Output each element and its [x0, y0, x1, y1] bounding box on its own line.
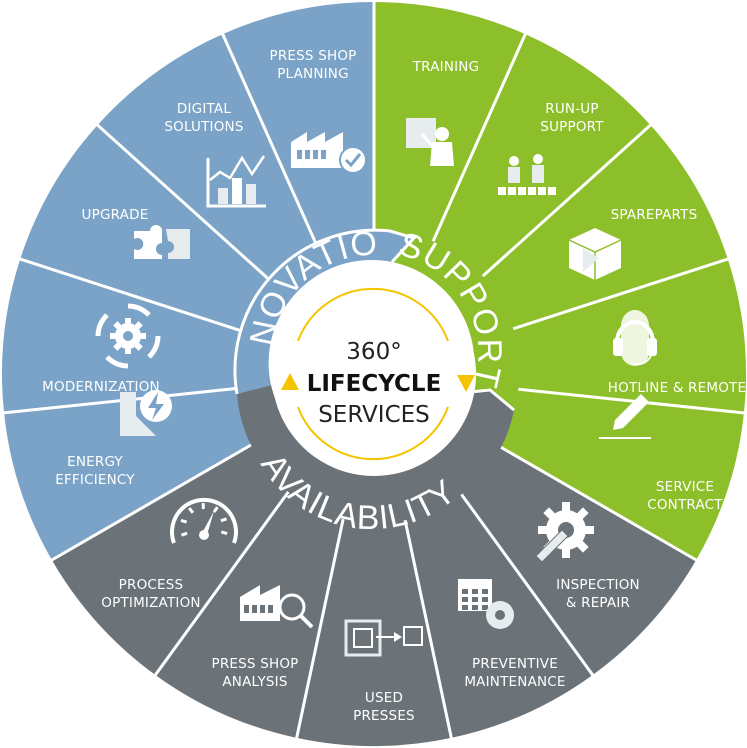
segment-press-transfer — [296, 491, 452, 746]
cycle-arc-top — [297, 287, 449, 342]
availability-ring — [237, 385, 514, 524]
segment-label: USED PRESSES — [353, 690, 415, 724]
segment-divider — [151, 470, 305, 680]
segment-label-line: MAINTENANCE — [464, 674, 565, 690]
segment-label-line: PREVENTIVE — [472, 656, 558, 672]
segment-team-workers — [422, 34, 651, 294]
segment-energy-bolt — [4, 386, 271, 560]
calendar-gear-icon — [458, 579, 514, 629]
segment-divider — [219, 29, 327, 265]
segment-speedometer — [51, 434, 304, 675]
segment-divider — [487, 256, 733, 339]
puzzle-icon — [134, 225, 190, 259]
segment-label: PREVENTIVE MAINTENANCE — [464, 656, 565, 690]
support-ring — [390, 231, 520, 410]
segment-pen-sign — [477, 386, 744, 560]
segment-label-line: ENERGY — [67, 454, 123, 470]
segment-divider — [443, 470, 597, 680]
segment-divider — [294, 491, 351, 743]
segment-label-line: SERVICE — [656, 479, 714, 495]
segment-label: PRESS SHOP PLANNING — [270, 48, 357, 82]
ring-divider — [469, 388, 515, 412]
segment-label-line: PROCESS — [119, 577, 184, 593]
team-workers-icon — [498, 154, 556, 195]
gear-wrench-icon — [535, 502, 594, 563]
segment-label-line: ANALYSIS — [222, 674, 287, 690]
chart-trend-icon — [206, 155, 266, 208]
segment-label-line: SPAREPARTS — [611, 207, 698, 223]
segment-label: RUN-UP SUPPORT — [540, 101, 604, 135]
segment-label-line: TRAINING — [412, 59, 480, 75]
segment-label-line: PLANNING — [277, 66, 349, 82]
press-transfer-icon — [344, 619, 423, 657]
segment-labels: TRAINING RUN-UP SUPPORT SPAREPARTS HOTLINE &… — [42, 48, 746, 724]
segment-label-line: SOLUTIONS — [164, 119, 243, 135]
segment-label-line: SUPPORT — [540, 119, 604, 135]
center-line-services: SERVICES — [318, 402, 430, 428]
factory-check-icon — [291, 132, 367, 174]
segment-divider — [15, 256, 261, 339]
segment-divider — [462, 121, 655, 295]
segment-label-line: DIGITAL — [177, 101, 231, 117]
center-disc — [272, 272, 476, 476]
center-hub: 360° LIFECYCLE SERVICES — [272, 272, 476, 476]
center-line-360: 360° — [346, 339, 401, 365]
segment-factory-check — [222, 2, 374, 265]
segment-label: SPAREPARTS — [611, 207, 698, 223]
segment-divider — [421, 29, 529, 265]
segment-label-line: OPTIMIZATION — [101, 595, 200, 611]
segment-label-line: RUN-UP — [545, 101, 598, 117]
segment-divider — [477, 432, 701, 564]
segment-label: TRAINING — [412, 59, 480, 75]
segment-label: PRESS SHOP ANALYSIS — [212, 656, 299, 690]
ring-divider — [233, 228, 417, 395]
training-board-icon — [406, 118, 454, 166]
segment-label-line: MODERNIZATION — [42, 379, 160, 395]
energy-bolt-icon — [120, 390, 172, 436]
cycle-gear-icon — [95, 303, 161, 369]
segment-label: DIGITAL SOLUTIONS — [164, 101, 243, 135]
speedometer-icon — [170, 497, 238, 544]
innovation-ring — [234, 230, 414, 394]
segment-label-line: USED — [365, 690, 403, 706]
segment-label-line: PRESS SHOP — [270, 48, 357, 64]
segment-label: SERVICE CONTRACT — [647, 479, 723, 513]
segment-label-line: CONTRACT — [647, 497, 723, 513]
package-box-icon — [568, 228, 622, 280]
segment-label-line: INSPECTION — [556, 577, 640, 593]
segment-label-line: & REPAIR — [566, 595, 630, 611]
cycle-arc-bottom — [297, 406, 449, 461]
center-line-lifecycle: LIFECYCLE — [307, 371, 442, 397]
segment-divider — [397, 491, 454, 743]
segment-label: PROCESS OPTIMIZATION — [101, 577, 200, 611]
segment-label: INSPECTION & REPAIR — [556, 577, 640, 611]
segment-chart-trend — [97, 34, 326, 294]
cycle-arrow-up — [281, 373, 299, 390]
segment-label-line: PRESSES — [353, 708, 415, 724]
headset-icon — [613, 310, 657, 366]
segment-label: HOTLINE & REMOTE — [608, 380, 746, 396]
segment-label-line: UPGRADE — [82, 207, 149, 223]
segment-label: MODERNIZATION — [42, 379, 160, 395]
factory-magnifier-icon — [240, 585, 314, 629]
segment-label-line: PRESS SHOP — [212, 656, 299, 672]
segment-divider — [93, 121, 286, 295]
pen-sign-icon — [599, 394, 651, 439]
inner-ring — [233, 228, 520, 524]
segment-label-line: EFFICIENCY — [55, 472, 135, 488]
segment-gear-wrench — [444, 434, 697, 675]
segment-label: ENERGY EFFICIENCY — [55, 454, 135, 488]
segment-icons — [95, 118, 657, 657]
segment-label-line: HOTLINE & REMOTE — [608, 380, 746, 396]
cycle-arrow-down — [457, 375, 475, 392]
segment-divider — [47, 432, 271, 564]
segment-divider — [493, 385, 747, 415]
segment-label: UPGRADE — [82, 207, 149, 223]
segment-training-board — [374, 2, 526, 265]
